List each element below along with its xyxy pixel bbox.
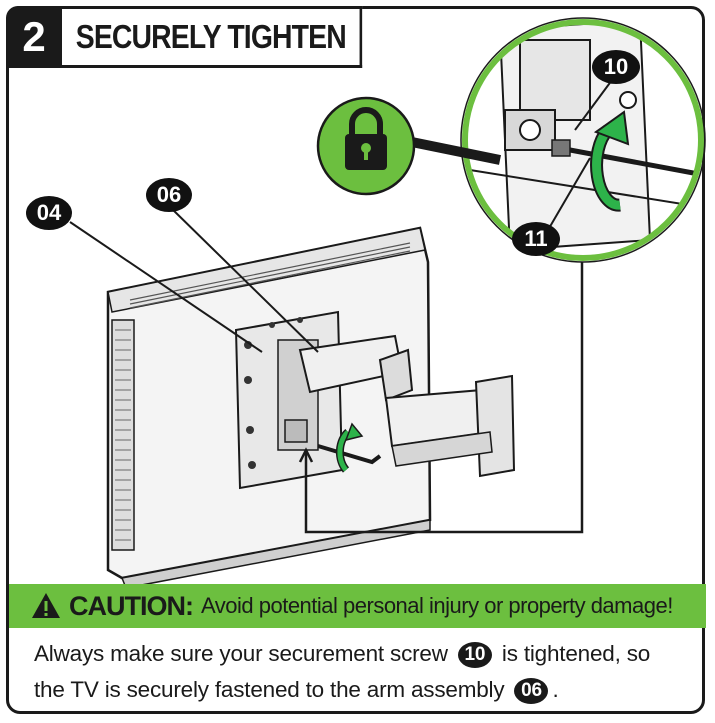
callout-04: 04 — [26, 196, 72, 230]
screw-reference-badge: 10 — [457, 642, 492, 669]
instruction-end: . — [552, 677, 559, 702]
caution-text: Avoid potential personal injury or prope… — [200, 593, 673, 618]
callout-06: 06 — [146, 178, 192, 212]
tv-bracket — [234, 310, 344, 490]
instruction-line-c: the TV is securely fastened to the arm a… — [34, 677, 505, 702]
step-title: SECURELY TIGHTEN — [62, 6, 363, 68]
swing-arm — [298, 334, 516, 478]
instruction-text: Always make sure your securement screw 1… — [34, 636, 694, 708]
zoom-detail — [460, 17, 706, 263]
step-number: 2 — [6, 6, 62, 68]
step-header: 2 SECURELY TIGHTEN — [6, 6, 411, 68]
warning-triangle-icon — [32, 593, 60, 618]
instruction-line-a: Always make sure your securement screw — [34, 641, 448, 666]
instruction-line-b: is tightened, so — [501, 641, 651, 666]
rotate-arrow-icon — [335, 422, 364, 473]
lock-icon — [316, 96, 501, 196]
caution-label: CAUTION: — [69, 590, 194, 621]
callout-10: 10 — [592, 50, 640, 84]
callout-11: 11 — [512, 222, 560, 256]
arm-reference-badge: 06 — [514, 678, 549, 705]
caution-banner: CAUTION: Avoid potential personal injury… — [9, 584, 706, 628]
